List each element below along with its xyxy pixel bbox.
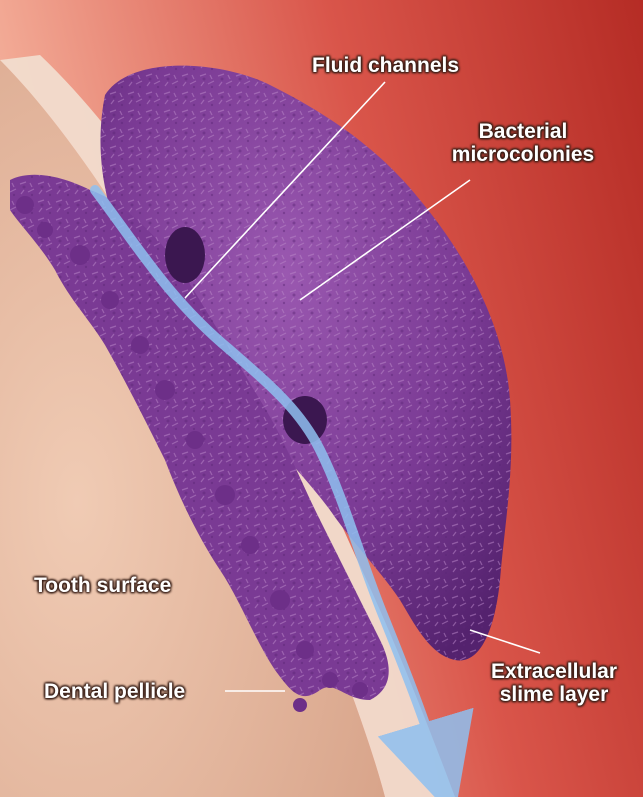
label-dental-pellicle: Dental pellicle — [44, 680, 185, 703]
label-tooth-surface: Tooth surface — [34, 574, 171, 597]
label-bacterial-microcolonies: Bacterial microcolonies — [418, 120, 628, 166]
label-fluid-channels: Fluid channels — [312, 54, 459, 77]
label-extracellular-line2: slime layer — [470, 683, 638, 706]
label-extracellular-slime-layer: Extracellular slime layer — [470, 660, 638, 706]
label-bacterial-line2: microcolonies — [418, 143, 628, 166]
fluid-channel-hole-upper — [165, 227, 205, 283]
label-extracellular-line1: Extracellular — [470, 660, 638, 683]
label-bacterial-line1: Bacterial — [418, 120, 628, 143]
